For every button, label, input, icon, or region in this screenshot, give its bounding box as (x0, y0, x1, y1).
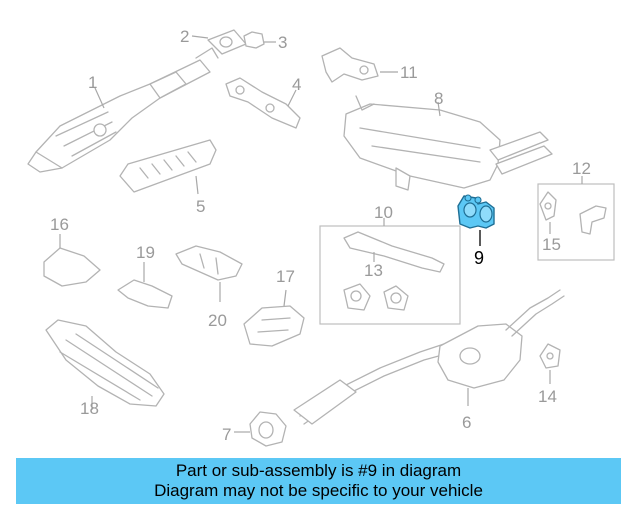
callout-13: 13 (364, 261, 383, 280)
part-11-bracket[interactable] (321, 47, 379, 83)
part-8-rear-muffler[interactable] (343, 95, 553, 191)
part-17-heat-shield[interactable] (243, 305, 305, 347)
callout-15: 15 (542, 235, 561, 254)
callout-9: 9 (474, 248, 484, 268)
part-13-mount-left[interactable] (343, 283, 371, 311)
part-19-bracket[interactable] (117, 279, 173, 309)
part-20-heat-shield[interactable] (175, 245, 243, 281)
part-18-heat-shield[interactable] (45, 319, 165, 407)
part-13-mount-right[interactable] (383, 285, 409, 311)
part-12-bracket[interactable] (579, 205, 607, 235)
part-16-heat-shield[interactable] (43, 247, 101, 287)
callout-2: 2 (180, 27, 189, 46)
part-9-clamp-highlighted[interactable] (457, 194, 495, 229)
part-10-group-frame (319, 225, 461, 325)
part-6-intermediate-pipe-muffler[interactable] (293, 289, 565, 425)
callout-11: 11 (400, 63, 418, 82)
part-4-bracket[interactable] (225, 77, 301, 129)
callout-1: 1 (88, 73, 97, 92)
callout-4: 4 (292, 75, 301, 94)
part-14-hanger[interactable] (539, 343, 561, 369)
part-5-heat-shield[interactable] (119, 139, 217, 193)
callout-20: 20 (208, 311, 227, 330)
callout-19: 19 (136, 243, 155, 262)
part-7-clamp[interactable] (249, 411, 287, 447)
part-1-catalytic-converter[interactable] (27, 47, 219, 173)
callout-12: 12 (572, 159, 591, 178)
part-12-group-frame (537, 183, 615, 261)
callout-10: 10 (374, 203, 393, 222)
callout-3: 3 (278, 33, 287, 52)
callout-14: 14 (538, 387, 557, 406)
callout-17: 17 (276, 267, 295, 286)
callout-5: 5 (196, 197, 205, 216)
banner-line-1: Part or sub-assembly is #9 in diagram (175, 461, 462, 480)
callout-6: 6 (462, 413, 471, 432)
part-15-hanger[interactable] (539, 191, 557, 221)
callout-7: 7 (222, 425, 231, 444)
banner-line-2: Diagram may not be specific to your vehi… (154, 481, 483, 500)
callout-8: 8 (434, 89, 443, 108)
part-10-crossmember[interactable] (343, 231, 445, 273)
callout-16: 16 (50, 215, 69, 234)
callout-18: 18 (80, 399, 99, 418)
info-banner: Part or sub-assembly is #9 in diagram Di… (16, 458, 621, 504)
part-3-nut[interactable] (243, 31, 265, 49)
